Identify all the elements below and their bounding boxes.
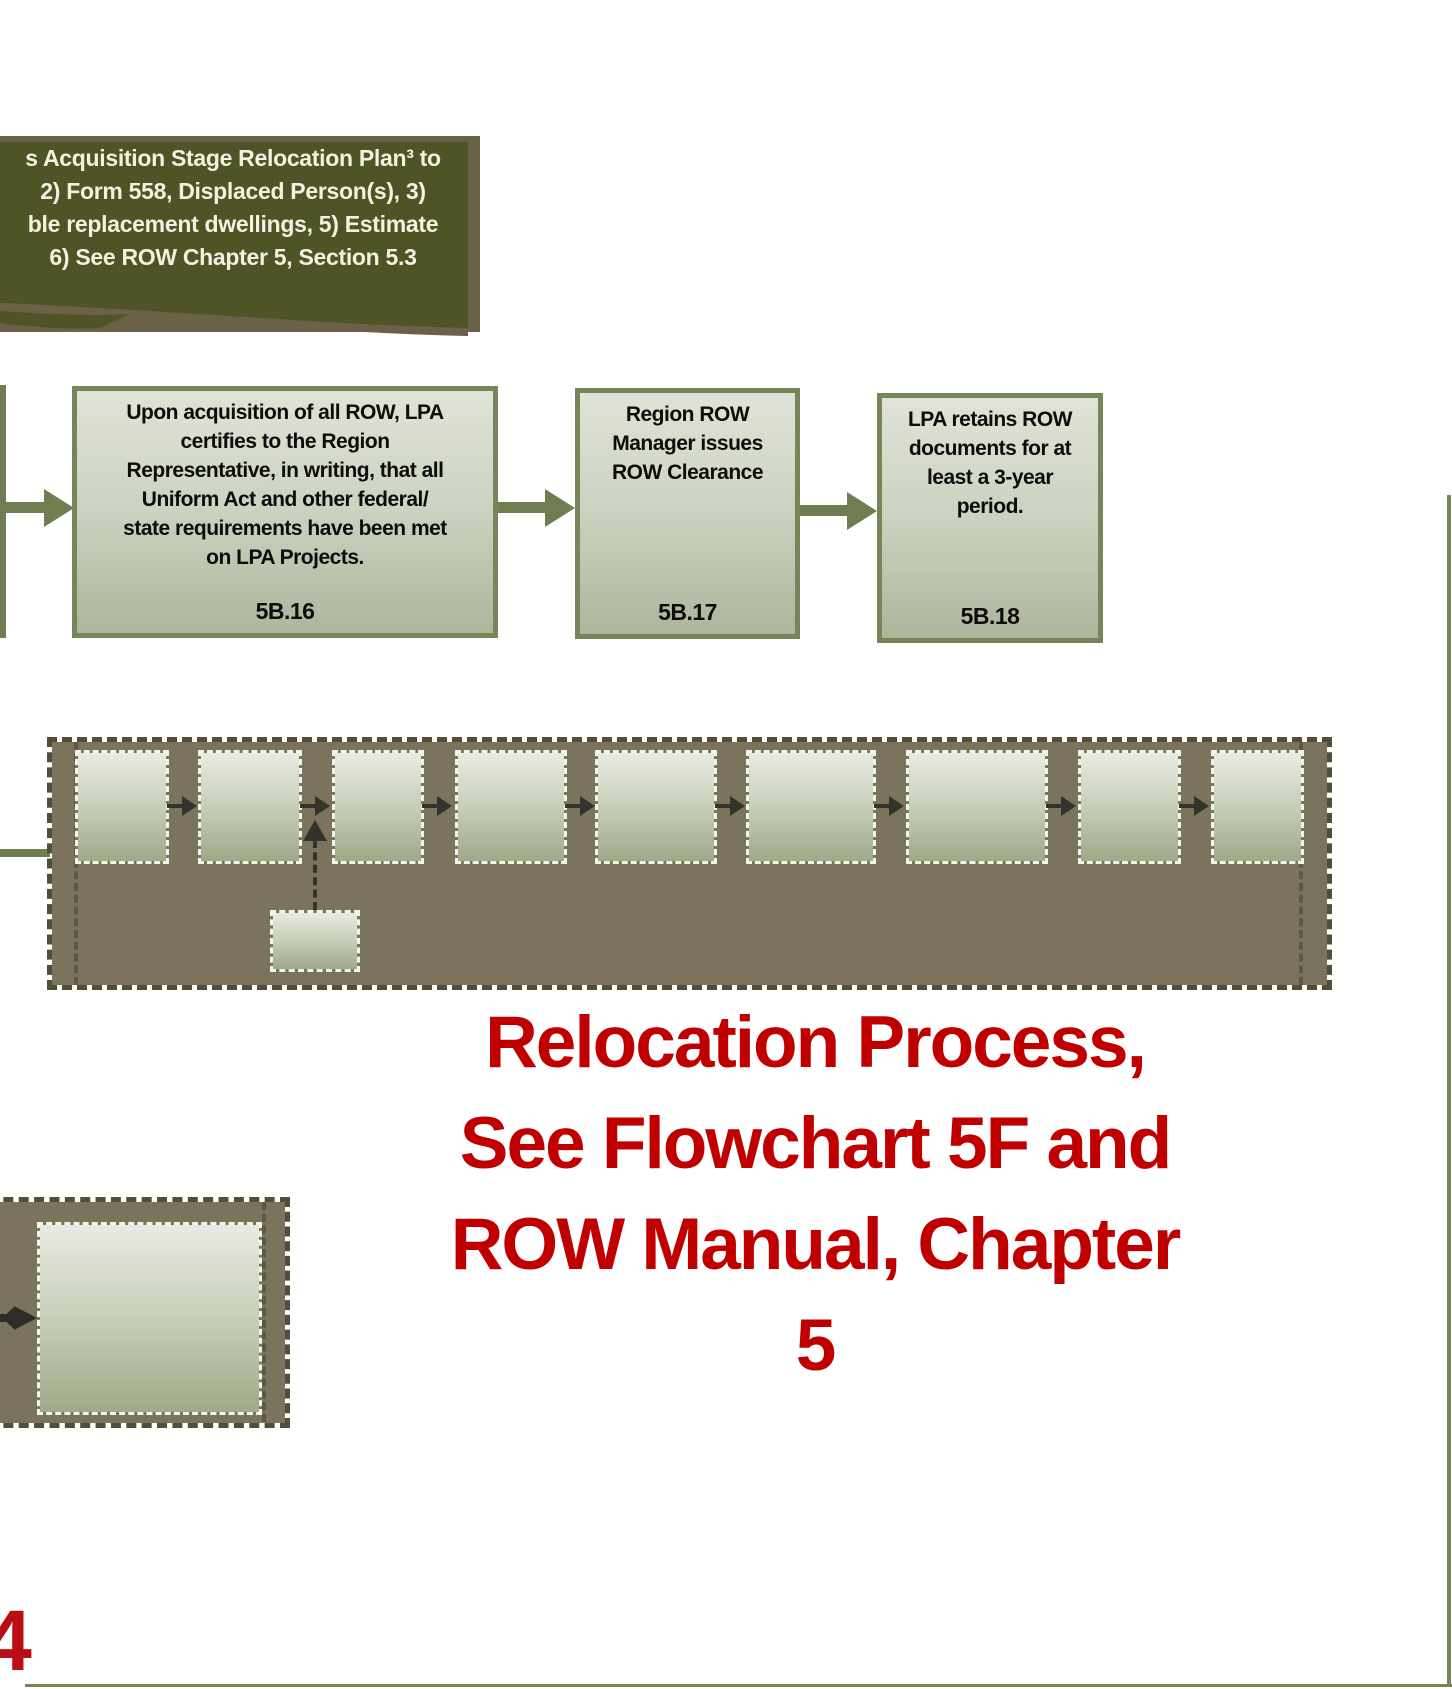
- step-arrow: [565, 804, 581, 808]
- flow-connector-line: [0, 849, 50, 857]
- step-arrow-head: [315, 796, 330, 816]
- flow-arrow-head: [847, 492, 877, 530]
- step-arrow-head-up: [303, 820, 327, 841]
- flow-box-label: 5B.18: [960, 603, 1020, 629]
- step-arrow: [422, 804, 438, 808]
- step-arrow-vertical: [313, 840, 317, 910]
- relocation-note: Relocation Process, See Flowchart 5F and…: [450, 1002, 1182, 1386]
- flow-box-text: LPA retains ROW documents for at least a…: [907, 408, 1073, 518]
- band-divider-line: [262, 1202, 266, 1422]
- flow-box-5b18: LPA retains ROW documents for at least a…: [877, 393, 1103, 643]
- step-arrow-head: [182, 796, 197, 816]
- step-arrow-head: [437, 796, 452, 816]
- flow-arrow-head: [545, 489, 575, 527]
- flow-arrow: [498, 502, 548, 513]
- ribbon-banner-shape: [0, 136, 480, 336]
- double-arrow-head: [0, 1306, 37, 1330]
- flow-arrow: [0, 502, 50, 513]
- process-step-box: [1211, 750, 1304, 864]
- step-arrow: [715, 804, 731, 808]
- page-number: 4: [0, 1593, 32, 1689]
- step-arrow: [167, 804, 183, 808]
- step-arrow: [1046, 804, 1062, 808]
- banner-note-text: s Acquisition Stage Relocation Plan³ to …: [25, 145, 441, 270]
- flow-box-5b16: Upon acquisition of all ROW, LPA certifi…: [72, 386, 498, 638]
- flow-box-text: Region ROW Manager issues ROW Clearance: [611, 403, 764, 484]
- process-step-box: [198, 750, 302, 864]
- process-step-box: [37, 1222, 262, 1415]
- flow-arrow: [800, 505, 850, 516]
- process-step-box: [455, 750, 567, 864]
- flow-box-label: 5B.17: [658, 599, 717, 625]
- process-step-box: [595, 750, 717, 864]
- step-arrow: [1179, 804, 1195, 808]
- process-step-box: [1078, 750, 1181, 864]
- flow-box-5b17: Region ROW Manager issues ROW Clearance …: [575, 388, 800, 639]
- page-frame-right-line: [1447, 495, 1451, 1686]
- step-arrow-head: [889, 796, 904, 816]
- step-arrow-head: [1194, 796, 1209, 816]
- flow-box-text: Upon acquisition of all ROW, LPA certifi…: [123, 401, 447, 569]
- process-step-box: [75, 750, 169, 864]
- step-arrow: [874, 804, 890, 808]
- step-arrow-head: [1061, 796, 1076, 816]
- process-step-box: [332, 750, 424, 864]
- flow-box-label: 5B.16: [255, 598, 315, 624]
- step-arrow-head: [580, 796, 595, 816]
- flow-arrow-head: [44, 489, 74, 527]
- process-step-box: [746, 750, 876, 864]
- process-step-box: [270, 910, 360, 972]
- step-arrow-head: [730, 796, 745, 816]
- step-arrow: [300, 804, 316, 808]
- process-step-box: [906, 750, 1048, 864]
- page-frame-bottom-line: [25, 1684, 1452, 1687]
